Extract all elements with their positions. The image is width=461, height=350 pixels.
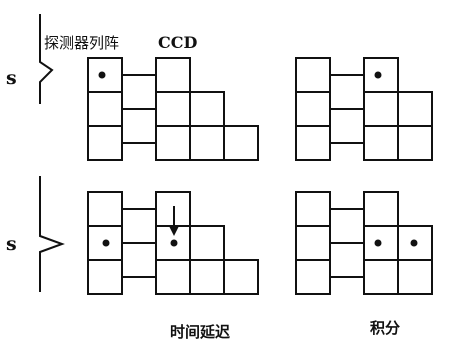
charge-dot: [98, 71, 106, 79]
source-bracket-top: [39, 14, 54, 104]
cell: [223, 125, 259, 161]
charge-dot: [102, 239, 110, 247]
cell: [155, 91, 191, 127]
source-label-top: s: [6, 67, 17, 89]
panel-bottom-right: [295, 191, 433, 295]
charge-dot: [374, 71, 382, 79]
cell: [155, 125, 191, 161]
cell: [363, 91, 399, 127]
cell: [87, 91, 123, 127]
panel-bottom-left: [87, 191, 259, 295]
cell: [295, 191, 331, 227]
cell: [363, 125, 399, 161]
source-label-bottom: s: [6, 233, 17, 255]
panel-top-right: [295, 57, 433, 161]
cell: [155, 259, 191, 295]
cell: [295, 57, 331, 93]
connector-lines: [330, 74, 364, 144]
cell: [223, 259, 259, 295]
charge-dot: [410, 239, 418, 247]
cell: [397, 259, 433, 295]
arrow-head: [169, 226, 179, 236]
cell: [295, 259, 331, 295]
panel-top-left: [87, 57, 259, 161]
cell: [87, 125, 123, 161]
cell: [189, 91, 225, 127]
source-bracket-bottom: [39, 176, 65, 292]
connector-lines: [330, 208, 364, 278]
shift-arrow: [169, 206, 179, 236]
time-delay-label: 时间延迟: [170, 323, 230, 341]
ccd-label: CCD: [158, 33, 197, 52]
detector-array-label: 探测器列阵: [44, 34, 119, 52]
cell: [189, 125, 225, 161]
cell: [189, 259, 225, 295]
connector-lines: [122, 74, 156, 144]
integration-label: 积分: [370, 319, 400, 337]
cell: [295, 125, 331, 161]
cell: [295, 91, 331, 127]
charge-dot: [374, 239, 382, 247]
cell: [397, 125, 433, 161]
cell: [363, 191, 399, 227]
cell: [189, 225, 225, 261]
connector-lines: [122, 208, 156, 278]
cell: [295, 225, 331, 261]
charge-dot: [170, 239, 178, 247]
cell: [155, 57, 191, 93]
cell: [87, 191, 123, 227]
cell: [397, 91, 433, 127]
cell: [363, 259, 399, 295]
cell: [87, 259, 123, 295]
